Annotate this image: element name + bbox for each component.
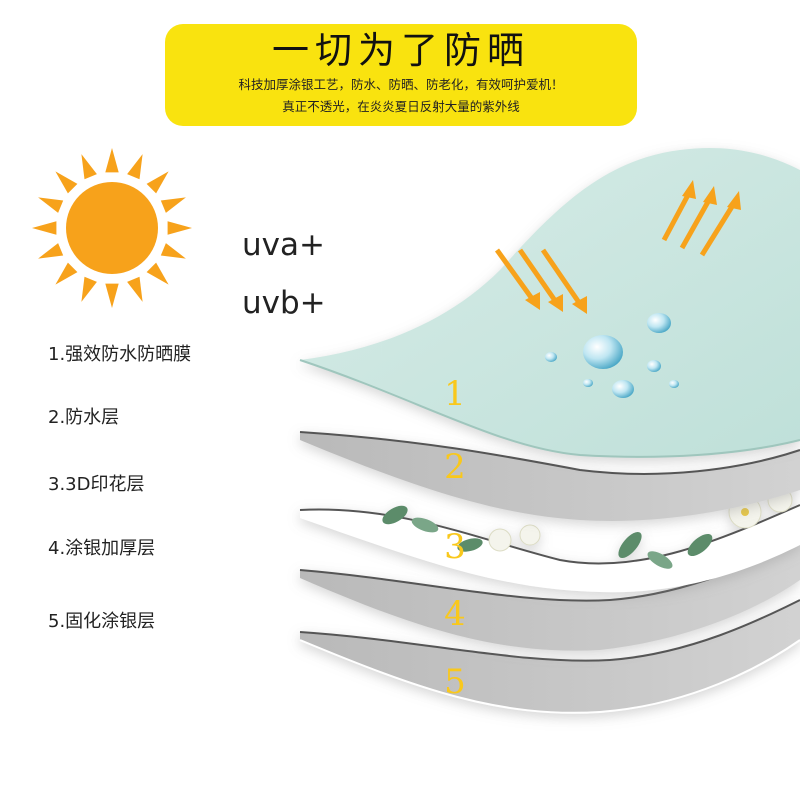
incoming-uv-arrows-icon bbox=[494, 248, 587, 314]
sun-ray bbox=[146, 171, 169, 194]
sun-ray bbox=[146, 262, 169, 285]
layer-label-3: 3.3D印花层 bbox=[48, 474, 145, 495]
sun-ray bbox=[127, 154, 143, 180]
layer-number-5: 5 bbox=[444, 662, 466, 702]
header-banner: 一切为了防晒 科技加厚涂银工艺，防水、防晒、防老化，有效呵护爱机！ 真正不透光，… bbox=[165, 24, 637, 126]
sun-ray bbox=[160, 197, 186, 213]
sun-ray bbox=[55, 171, 78, 194]
layer-numbers: 1 2 3 4 5 bbox=[444, 374, 466, 702]
sun-ray bbox=[32, 221, 57, 235]
layer-number-3: 3 bbox=[444, 527, 466, 567]
layer-number-4: 4 bbox=[444, 594, 466, 634]
reflected-uv-arrows-icon bbox=[661, 180, 741, 257]
banner-line-2: 真正不透光，在炎炎夏日反射大量的紫外线 bbox=[282, 99, 520, 114]
sun-ray bbox=[105, 148, 119, 173]
layer-label-5: 5.固化涂银层 bbox=[48, 611, 156, 632]
sun-ray bbox=[81, 276, 97, 302]
sun-icon bbox=[32, 148, 192, 308]
layer-label-4: 4.涂银加厚层 bbox=[48, 538, 156, 559]
layer-number-2: 2 bbox=[444, 447, 466, 487]
sun-ray bbox=[38, 243, 64, 259]
sun-ray bbox=[105, 283, 119, 308]
sun-ray bbox=[127, 276, 143, 302]
sun-ray bbox=[81, 154, 97, 180]
uvb-label: uvb+ bbox=[242, 285, 326, 321]
water-drops-icon bbox=[545, 313, 679, 398]
layer-number-1: 1 bbox=[444, 374, 466, 414]
uva-label: uva+ bbox=[242, 227, 325, 263]
layer-5-sheet bbox=[299, 599, 800, 714]
banner-title: 一切为了防晒 bbox=[272, 29, 530, 72]
banner-line-1: 科技加厚涂银工艺，防水、防晒、防老化，有效呵护爱机！ bbox=[238, 77, 564, 92]
sun-ray bbox=[55, 262, 78, 285]
layer-2-sheet bbox=[299, 431, 800, 521]
sun-ray bbox=[167, 221, 192, 235]
layer-label-1: 1.强效防水防晒膜 bbox=[48, 344, 192, 365]
sun-ray bbox=[38, 197, 64, 213]
layer-label-2: 2.防水层 bbox=[48, 407, 120, 428]
sun-ray bbox=[160, 243, 186, 259]
